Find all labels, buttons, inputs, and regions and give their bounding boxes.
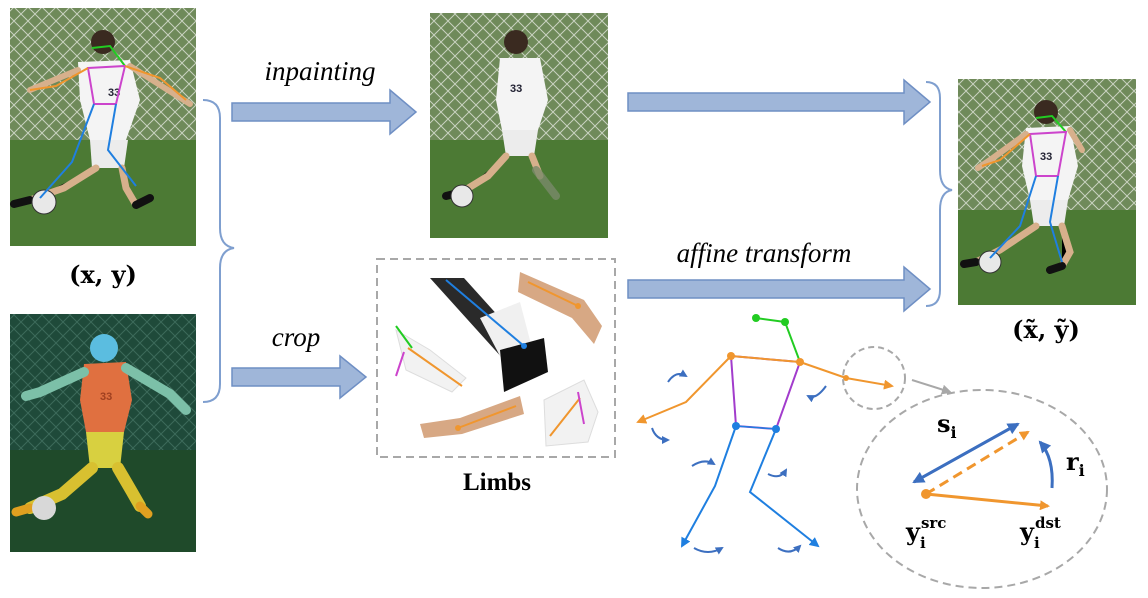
svg-text:33: 33 [510, 83, 522, 95]
y-dst-label: ydst [1019, 514, 1061, 546]
transform-detail [856, 389, 1108, 589]
left-brace [202, 99, 235, 403]
crop-label: crop [272, 322, 321, 352]
input-photo: 33 [10, 8, 196, 246]
xy-label: (x, y) [69, 260, 137, 289]
y-src-point [921, 489, 931, 499]
segmentation-photo: 33 [10, 314, 196, 552]
limbs-box [376, 258, 616, 458]
source-vector [925, 492, 1050, 511]
limbs-label: Limbs [463, 469, 531, 496]
svg-text:33: 33 [100, 391, 112, 403]
arrow-inpainting [231, 88, 418, 136]
arrow-crop [231, 354, 368, 400]
affine-label: affine transform [677, 238, 852, 268]
inpainting-label: inpainting [264, 56, 375, 86]
svg-text:33: 33 [1040, 151, 1052, 163]
right-brace [925, 81, 953, 307]
transformed-vector [925, 430, 1030, 496]
arrow-top-right [627, 78, 932, 126]
output-photo: 33 [958, 79, 1136, 305]
y-src-label: ysrc [905, 514, 946, 546]
rotation-arc-icon [1038, 440, 1054, 489]
s-label: si [937, 409, 957, 442]
inpainted-photo: 33 [430, 13, 608, 238]
arrow-affine [627, 265, 932, 313]
r-label: ri [1066, 447, 1085, 480]
zoom-circle-small [842, 346, 906, 410]
zoom-pointer [911, 379, 952, 395]
xy-tilde-label: (x̃, ỹ) [1012, 315, 1080, 344]
y-dst-sub: i [1034, 534, 1040, 552]
pose-skeleton [636, 314, 894, 555]
y-src-sub: i [920, 534, 926, 552]
